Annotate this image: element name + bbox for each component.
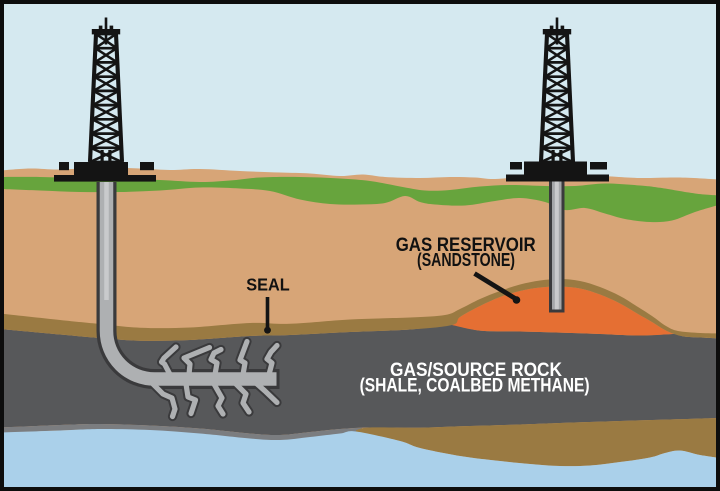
- svg-text:(SHALE, COALBED METHANE): (SHALE, COALBED METHANE): [360, 376, 590, 397]
- svg-text:SEAL: SEAL: [246, 275, 290, 295]
- svg-text:GAS RESERVOIR: GAS RESERVOIR: [396, 234, 536, 256]
- svg-text:GAS/SOURCE ROCK: GAS/SOURCE ROCK: [390, 359, 562, 381]
- svg-text:(SANDSTONE): (SANDSTONE): [417, 250, 515, 270]
